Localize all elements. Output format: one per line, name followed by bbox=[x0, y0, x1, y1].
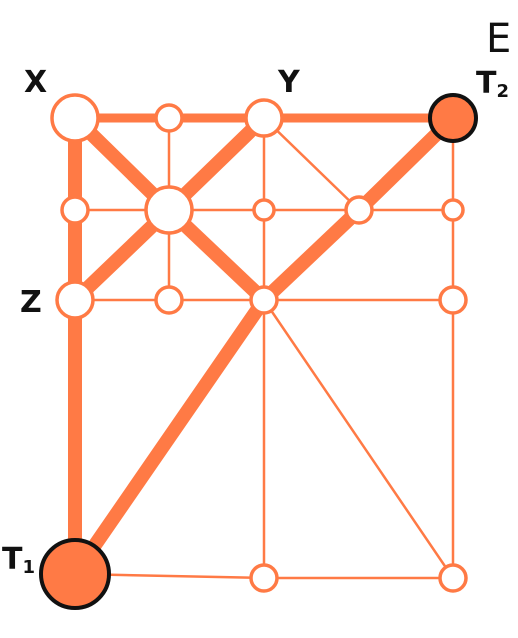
label-t2-main: T bbox=[476, 66, 497, 101]
node-t2 bbox=[428, 93, 478, 143]
node-n6 bbox=[154, 285, 184, 315]
node-n3 bbox=[252, 198, 276, 222]
node-c bbox=[144, 185, 194, 235]
edge-n7-t1 bbox=[68, 293, 271, 581]
node-n10 bbox=[438, 563, 468, 593]
node-n1 bbox=[154, 103, 184, 133]
node-n8 bbox=[438, 285, 468, 315]
label-t1: T1 bbox=[2, 542, 35, 578]
node-n9 bbox=[249, 563, 279, 593]
node-layer bbox=[39, 93, 478, 610]
edge-layer bbox=[68, 111, 460, 581]
node-x bbox=[50, 93, 100, 143]
node-y bbox=[244, 98, 284, 138]
edge-y-n4 bbox=[262, 116, 361, 212]
label-t1-sub: 1 bbox=[22, 557, 35, 578]
node-n4 bbox=[344, 195, 374, 225]
label-x: X bbox=[24, 65, 47, 100]
edge-n4-n7 bbox=[257, 203, 366, 307]
node-t1 bbox=[39, 538, 111, 610]
node-z bbox=[55, 280, 95, 320]
label-t1-main: T bbox=[2, 542, 23, 577]
panel-letter: E bbox=[486, 16, 511, 62]
label-y: Y bbox=[277, 65, 301, 100]
node-n5 bbox=[441, 198, 465, 222]
node-n2 bbox=[60, 195, 90, 225]
node-n7 bbox=[249, 285, 279, 315]
edge-n7-n10 bbox=[262, 298, 455, 580]
label-t2: T2 bbox=[476, 66, 509, 102]
label-z: Z bbox=[20, 285, 42, 320]
label-t2-sub: 2 bbox=[496, 81, 509, 102]
